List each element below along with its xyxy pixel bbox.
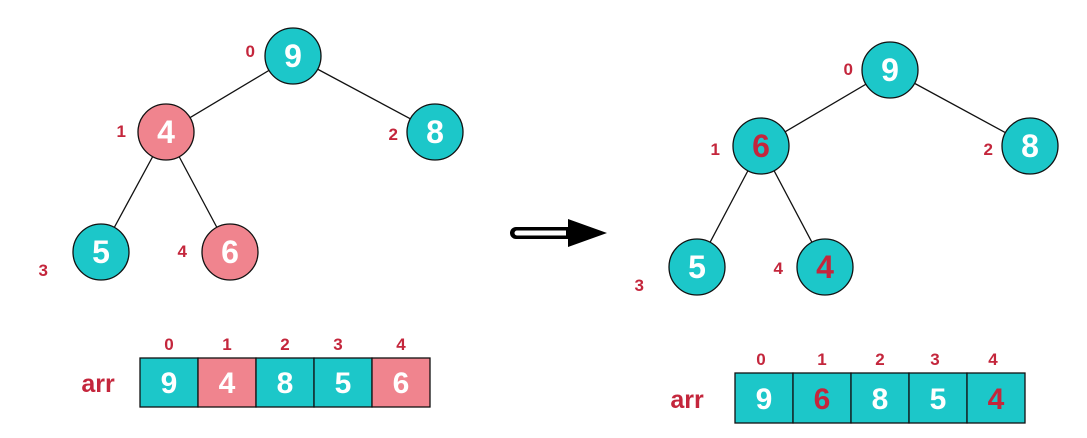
cell-value: 8 [277, 367, 294, 400]
node-value: 8 [426, 114, 444, 150]
node-circle [668, 238, 726, 296]
before-array: arr 9 0 4 1 8 2 5 3 6 4 [81, 335, 431, 408]
node-value: 5 [688, 249, 706, 285]
before-node-4: 6 4 [178, 223, 259, 281]
node-value: 9 [284, 38, 302, 74]
node-value: 4 [816, 249, 834, 285]
node-value: 6 [221, 234, 239, 270]
node-index: 3 [635, 276, 644, 295]
node-circle [732, 117, 790, 175]
node-index: 0 [844, 60, 853, 79]
before-tree: 9 0 4 1 8 2 5 3 6 4 [39, 27, 464, 281]
cell-value: 6 [393, 367, 410, 400]
cell-index: 2 [875, 350, 884, 369]
array-label: arr [81, 370, 115, 398]
array-cell-3: 5 3 [313, 335, 373, 408]
after-node-4: 4 4 [774, 238, 854, 296]
cell-value: 9 [161, 367, 178, 400]
cell-value: 5 [930, 383, 947, 416]
node-index: 4 [178, 242, 188, 261]
cell-box [255, 357, 315, 408]
after-tree: 9 0 6 1 8 2 5 3 4 4 [635, 41, 1059, 296]
node-value: 4 [157, 114, 175, 150]
cell-box [371, 357, 431, 408]
node-value: 6 [752, 128, 770, 164]
array-cell-4: 4 4 [966, 350, 1026, 424]
node-index: 2 [984, 140, 993, 159]
cell-value: 9 [756, 383, 773, 416]
cell-value: 6 [814, 383, 831, 416]
array-cell-1: 4 1 [197, 335, 257, 408]
node-index: 4 [774, 259, 784, 278]
cell-box [966, 372, 1026, 424]
array-cell-4: 6 4 [371, 335, 431, 408]
before-node-1: 4 1 [117, 103, 195, 161]
before-node-3: 5 3 [39, 223, 130, 281]
node-index: 1 [711, 140, 720, 159]
cell-box [313, 357, 373, 408]
cell-box [908, 372, 968, 424]
array-cell-1: 6 1 [792, 350, 852, 424]
cell-index: 0 [164, 335, 173, 354]
node-value: 9 [881, 52, 899, 88]
after-node-2: 8 2 [984, 117, 1059, 175]
cell-index: 2 [280, 335, 289, 354]
cell-index: 0 [756, 350, 765, 369]
node-index: 0 [246, 42, 255, 61]
cell-index: 4 [396, 335, 406, 354]
cell-box [792, 372, 852, 424]
cell-value: 4 [219, 367, 236, 400]
cell-value: 8 [872, 383, 889, 416]
array-cell-0: 9 0 [139, 335, 199, 408]
after-node-3: 5 3 [635, 238, 726, 296]
node-circle [406, 103, 464, 161]
node-index: 1 [117, 122, 126, 141]
cell-index: 3 [333, 335, 342, 354]
after-node-0: 9 0 [844, 41, 919, 99]
cell-value: 5 [335, 367, 352, 400]
before-node-0: 9 0 [246, 27, 322, 85]
node-index: 2 [389, 125, 398, 144]
node-index: 3 [39, 261, 48, 280]
array-cell-2: 8 2 [255, 335, 315, 408]
node-circle [861, 41, 919, 99]
node-value: 5 [92, 234, 110, 270]
right-arrow-icon [510, 219, 607, 247]
cell-box [734, 372, 794, 424]
node-circle [201, 223, 259, 281]
array-cell-2: 8 2 [850, 350, 910, 424]
node-circle [72, 223, 130, 281]
node-circle [796, 238, 854, 296]
cell-index: 1 [222, 335, 231, 354]
before-node-2: 8 2 [389, 103, 464, 161]
node-value: 8 [1021, 128, 1039, 164]
array-label: arr [670, 386, 704, 414]
cell-box [850, 372, 910, 424]
array-cell-3: 5 3 [908, 350, 968, 424]
node-circle [1001, 117, 1059, 175]
cell-index: 3 [930, 350, 939, 369]
node-circle [137, 103, 195, 161]
node-circle [264, 27, 322, 85]
cell-index: 4 [988, 350, 998, 369]
after-node-1: 6 1 [711, 117, 790, 175]
array-cell-0: 9 0 [734, 350, 794, 424]
after-array: arr 9 0 6 1 8 2 5 3 4 4 [670, 350, 1026, 424]
cell-value: 4 [988, 383, 1005, 416]
cell-index: 1 [817, 350, 826, 369]
